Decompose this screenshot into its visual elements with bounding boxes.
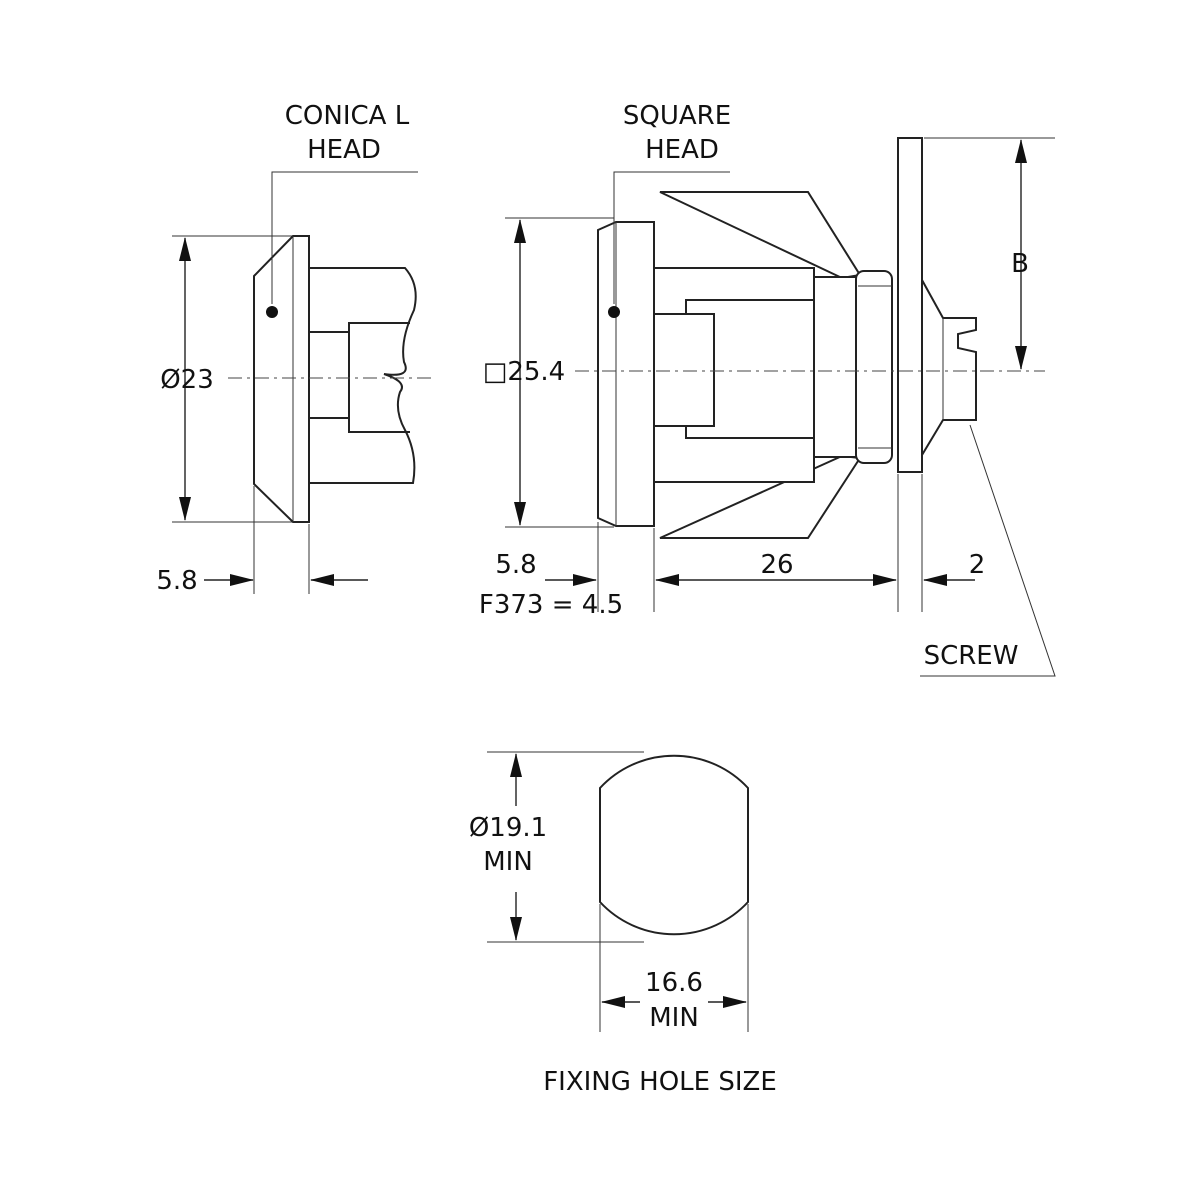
square-head-flange xyxy=(597,221,655,527)
dia-19-1-label-line2: MIN xyxy=(483,847,533,877)
square-head-dot xyxy=(608,306,620,318)
square-head-view xyxy=(505,137,1056,677)
lock-collar xyxy=(855,270,893,464)
fixing-hole-outline xyxy=(599,754,749,936)
dim-2-label: 2 xyxy=(969,550,986,580)
cam-arm-upper xyxy=(659,191,862,280)
dia-23-label: Ø23 xyxy=(160,365,214,395)
screw-leader xyxy=(920,424,1056,677)
b-label: B xyxy=(1011,249,1029,279)
fixing-hole-view xyxy=(487,751,749,1032)
dia-19-1-label-line1: Ø19.1 xyxy=(469,813,547,843)
fixing-hole-size-label: FIXING HOLE SIZE xyxy=(543,1067,777,1097)
conical-head-view xyxy=(172,171,432,594)
conical-head-label-line2: HEAD xyxy=(307,135,381,165)
screw-nut xyxy=(921,279,977,459)
mid-5-8-label: 5.8 xyxy=(495,550,536,580)
lock-neck xyxy=(813,276,859,458)
dim-16-6-label-line1: 16.6 xyxy=(645,968,703,998)
square-head-label-line1: SQUARE xyxy=(623,101,731,131)
screw-label: SCREW xyxy=(924,641,1019,671)
sq-25-4-label: □25.4 xyxy=(483,357,565,387)
dim-26-label: 26 xyxy=(760,550,793,580)
conical-body xyxy=(308,267,417,484)
conical-head-dot xyxy=(266,306,278,318)
f373-label: F373 = 4.5 xyxy=(479,590,623,620)
square-head-label-line2: HEAD xyxy=(645,135,719,165)
cam-plate xyxy=(897,137,923,473)
left-5-8-label: 5.8 xyxy=(156,566,197,596)
conical-head-flange xyxy=(253,235,310,523)
conical-head-label-line1: CONICA L xyxy=(285,101,410,131)
labels: CONICA L HEAD SQUARE HEAD Ø23 □25.4 B 5.… xyxy=(156,101,1029,1097)
dim-16-6-label-line2: MIN xyxy=(649,1003,699,1033)
